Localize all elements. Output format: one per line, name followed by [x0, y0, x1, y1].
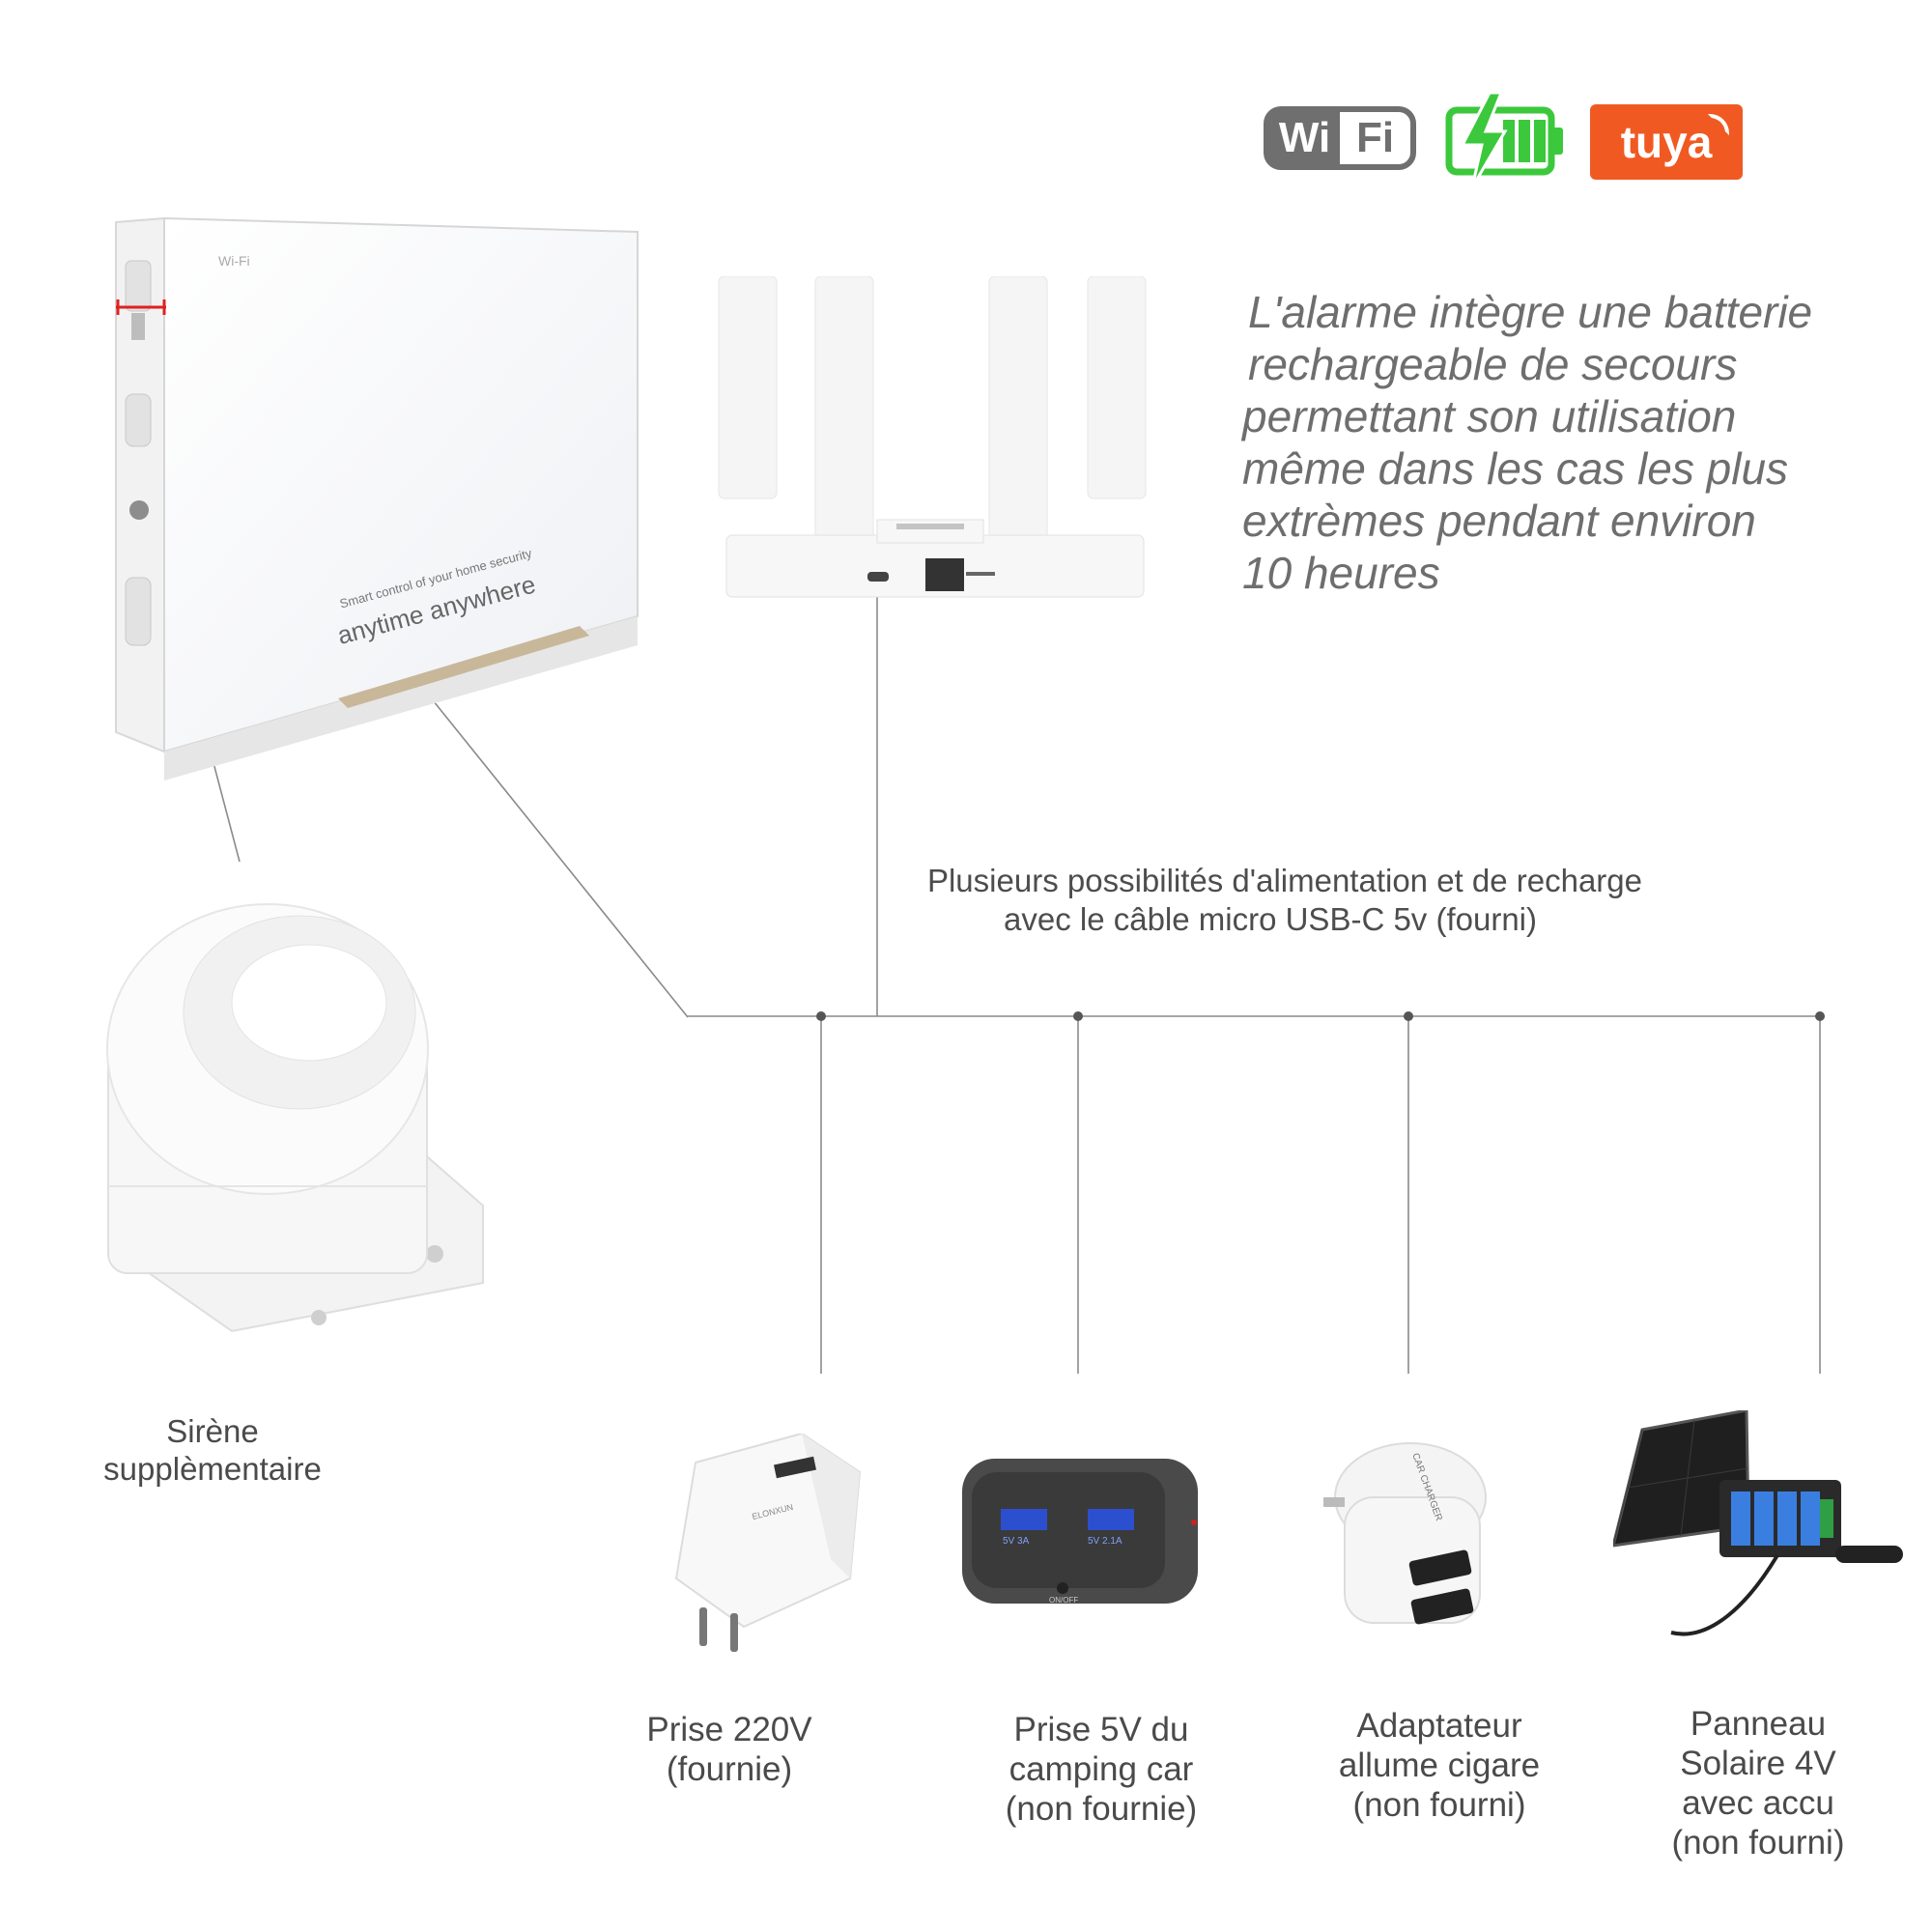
siren-caption-line1: Sirène: [166, 1413, 259, 1449]
intro-line: extrèmes pendant environ: [1242, 496, 1756, 546]
power-caption-line1: Plusieurs possibilités d'alimentation et…: [926, 863, 1643, 898]
router-back-view: [713, 275, 1157, 601]
option-caption-line: (non fourni): [1671, 1824, 1845, 1861]
battery-charging-icon: [1445, 91, 1567, 189]
tuya-logo-text: tuya: [1620, 117, 1713, 167]
wall-charger-image: ELONXUN: [638, 1432, 879, 1665]
option-caption: Panneau Solaire 4V avec accu (non fourni…: [1642, 1704, 1874, 1862]
option-caption-line: Prise 5V du: [1013, 1711, 1189, 1748]
option-caption-line: (fournie): [666, 1750, 793, 1788]
tuya-signal-icon: [1708, 114, 1729, 135]
option-caption-line: (non fourni): [1352, 1786, 1526, 1824]
option-caption: Adaptateur allume cigare (non fourni): [1304, 1706, 1575, 1825]
hub-wifi-label: Wi-Fi: [218, 253, 250, 269]
option-caption-line: allume cigare: [1338, 1747, 1541, 1784]
solar-panel-image: [1611, 1408, 1913, 1662]
wifi-badge: Wi Fi: [1264, 106, 1416, 170]
option-caption-line: camping car: [1009, 1750, 1194, 1788]
power-caption-line2: avec le câble micro USB-C 5v (fourni): [1003, 901, 1537, 937]
siren-caption-line2: supplèmentaire: [103, 1451, 322, 1487]
option-caption: Prise 5V du camping car (non fournie): [966, 1710, 1236, 1829]
intro-text: L'alarme intègre une batterie rechargeab…: [1242, 286, 1918, 599]
intro-line: même dans les cas les plus: [1242, 443, 1789, 494]
intro-line: 10 heures: [1242, 548, 1440, 598]
option-caption-line: Panneau: [1690, 1705, 1827, 1743]
option-caption-line: (non fournie): [1005, 1790, 1198, 1828]
option-caption-line: avec accu: [1682, 1784, 1834, 1822]
intro-line: permettant son utilisation: [1242, 391, 1737, 441]
intro-line: L'alarme intègre une batterie: [1248, 287, 1813, 337]
alarm-hub-device: Wi-Fi Smart control of your home securit…: [87, 211, 667, 781]
option-caption-line: Prise 220V: [646, 1711, 812, 1748]
camper-socket-image: 5V 3A 5V 2.1A ON/OFF: [962, 1459, 1198, 1613]
camper-port-left: 5V 3A: [1003, 1536, 1030, 1547]
camper-port-right: 5V 2.1A: [1088, 1536, 1122, 1547]
option-caption: Prise 220V (fournie): [599, 1710, 860, 1789]
tuya-logo: tuya: [1590, 104, 1743, 180]
wifi-badge-left: Wi: [1269, 112, 1340, 164]
siren-image: [97, 896, 493, 1341]
option-caption-line: Adaptateur: [1356, 1707, 1522, 1745]
power-caption: Plusieurs possibilités d'alimentation et…: [850, 862, 1719, 939]
wifi-badge-right: Fi: [1355, 114, 1395, 161]
car-charger-image: CAR CHARGER: [1323, 1439, 1507, 1652]
intro-line: rechargeable de secours: [1248, 339, 1738, 389]
option-caption-line: Solaire 4V: [1680, 1745, 1836, 1782]
siren-caption: Sirène supplèmentaire: [39, 1412, 386, 1488]
camper-switch-label: ON/OFF: [1049, 1596, 1079, 1605]
